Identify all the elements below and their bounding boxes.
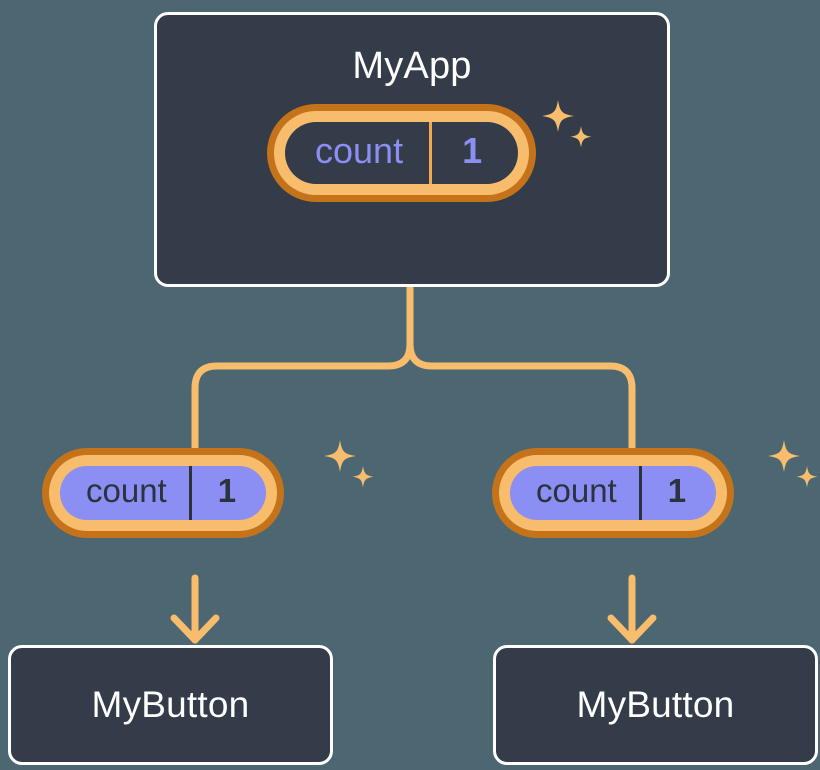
component-title-mybutton: MyButton [91,684,250,725]
signal-pill-inner-ring: count 1 [274,111,530,195]
signal-pill-button-right[interactable]: count 1 [492,448,735,538]
signal-pill-body: count 1 [285,122,519,184]
signal-value: 1 [429,122,518,184]
signal-pill-myapp[interactable]: count 1 [267,104,537,202]
connector-arrow-right-head [607,614,657,644]
signal-pill-outer-ring: count 1 [42,448,285,538]
component-title-mybutton: MyButton [576,684,735,725]
signal-pill-button-left[interactable]: count 1 [42,448,285,538]
connector-branch-right [406,340,636,455]
signal-value: 1 [188,466,266,520]
signal-value: 1 [638,466,716,520]
signal-pill-inner-ring: count 1 [49,455,278,531]
signal-pill-body: count 1 [60,466,267,520]
component-card-mybutton-right[interactable]: MyButton [493,645,818,765]
component-card-mybutton-left[interactable]: MyButton [8,645,333,765]
signal-label: count [536,472,617,509]
signal-pill-body: count 1 [510,466,717,520]
signal-label: count [315,130,404,171]
connector-arrow-left-head [170,614,220,644]
component-title-myapp: MyApp [352,45,472,87]
signal-pill-inner-ring: count 1 [499,455,728,531]
signal-pill-outer-ring: count 1 [492,448,735,538]
signal-pill-outer-ring: count 1 [267,104,537,202]
connector-branch-left [191,340,414,455]
signal-label: count [86,472,167,509]
